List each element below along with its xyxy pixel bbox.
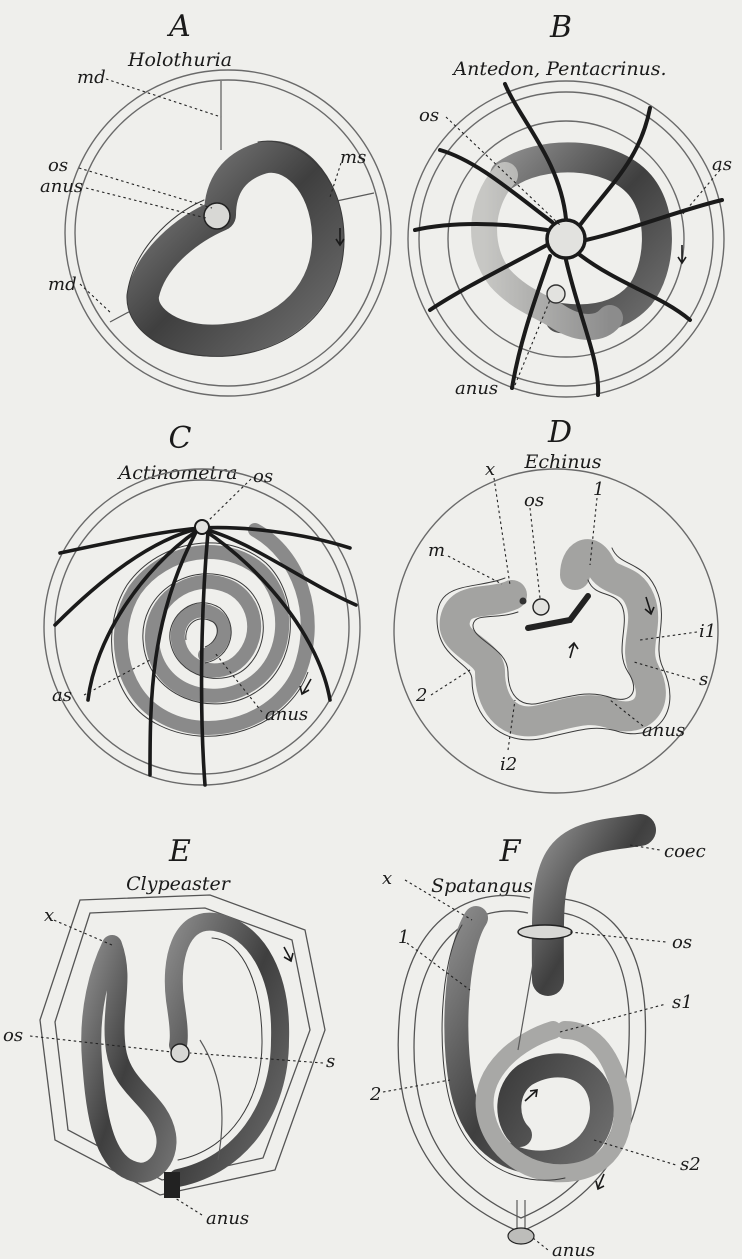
panel-d-label-i2: i2 [500, 754, 517, 775]
panel-d-intestine [455, 554, 651, 721]
panel-e-rectum [164, 1172, 180, 1198]
panel-f-label-s2: s2 [680, 1154, 701, 1175]
panel-e-letter: E [168, 834, 191, 869]
panel-b-anal-tube [547, 285, 565, 303]
panel-b-label-as: as [712, 154, 732, 175]
panel-f-mouth [518, 925, 572, 939]
panel-d-label-s: s [699, 669, 708, 690]
panel-d-leader-2 [431, 670, 470, 695]
panel-a-label-md-top: md [77, 67, 106, 88]
panel-f-label-anus: anus [552, 1240, 595, 1259]
panel-b-mouth [547, 220, 585, 258]
panel-f-letter: F [499, 834, 522, 869]
panel-f-label-s1: s1 [672, 992, 693, 1013]
panel-d-label-i1: i1 [699, 621, 716, 642]
panel-b-label-anus: anus [455, 378, 498, 399]
panel-e-leader-anus [175, 1198, 202, 1215]
panel-d-label-2: 2 [415, 685, 427, 706]
panel-f: F Spatangus coec x os 1 s1 2 s2 anus [369, 830, 706, 1259]
panel-b-arrow [678, 245, 686, 263]
panel-b-letter: B [549, 10, 572, 45]
panel-e-label-s: s [326, 1051, 335, 1072]
panel-b-name: Antedon, Pentacrinus. [451, 58, 666, 80]
panel-e: E Clypeaster x os s anus [3, 834, 335, 1229]
panel-c-leader-os [207, 479, 251, 522]
panel-d-label-anus: anus [642, 720, 685, 741]
panel-f-label-os: os [672, 932, 692, 953]
panel-c-mouth [195, 520, 209, 534]
panel-a: A Holothuria md ms os anus md [40, 9, 391, 396]
panel-f-label-x: x [382, 868, 392, 889]
panel-d-leader-os [530, 508, 540, 598]
panel-e-name: Clypeaster [126, 873, 232, 895]
panel-f-label-2: 2 [369, 1084, 381, 1105]
panel-f-coecum [548, 830, 640, 980]
panel-e-arrow [284, 947, 293, 961]
panel-a-label-os: os [48, 155, 68, 176]
panel-f-label-1: 1 [398, 927, 409, 948]
panel-c: C Actinometra os as anus [44, 421, 360, 785]
panel-a-label-anus: anus [40, 176, 83, 197]
panel-d-arrow-inner [569, 643, 578, 658]
panel-c-label-os: os [253, 466, 273, 487]
panel-e-mouth [171, 1044, 189, 1062]
panel-c-letter: C [169, 421, 192, 456]
panel-a-name: Holothuria [127, 49, 232, 71]
panel-b-leader-as [682, 170, 720, 215]
panel-c-intestine-coil [121, 530, 308, 728]
panel-b-label-os: os [419, 105, 439, 126]
panel-e-label-os: os [3, 1025, 23, 1046]
panel-a-leader-os [79, 168, 212, 208]
panel-a-label-md-bottom: md [48, 274, 77, 295]
panel-f-leader-anus [533, 1238, 548, 1250]
panel-e-label-anus: anus [206, 1208, 249, 1229]
panel-f-name: Spatangus [431, 875, 533, 897]
panel-f-label-coec: coec [664, 841, 706, 862]
panel-d: D Echinus x os 1 m i1 2 s i2 anus [394, 415, 718, 793]
panel-d-label-1: 1 [593, 479, 604, 500]
panel-e-label-x: x [44, 905, 54, 926]
panel-a-intestine [143, 157, 328, 341]
panel-f-anus-opening [508, 1228, 534, 1244]
panel-d-leader-m [448, 556, 502, 584]
panel-f-leader-os [570, 932, 666, 942]
panel-b: B Antedon, Pentacrinus. os as anus [408, 10, 732, 399]
panel-d-label-x: x [485, 459, 495, 480]
panel-e-intestine-left [91, 945, 166, 1173]
panel-c-label-anus: anus [265, 704, 308, 725]
panel-a-leader-md-top [106, 79, 221, 117]
panel-f-arrow-inner [525, 1090, 537, 1101]
panel-e-intestine-right [174, 922, 280, 1178]
panel-d-mouth [533, 599, 549, 615]
panel-d-label-os: os [524, 490, 544, 511]
panel-a-label-ms: ms [340, 147, 366, 168]
panel-a-leader-anus [86, 188, 206, 218]
panel-a-mouth [204, 203, 230, 229]
panel-a-letter: A [166, 9, 191, 44]
panel-d-madreporite [520, 598, 527, 605]
panel-c-label-as: as [52, 685, 72, 706]
panel-d-leader-x [494, 478, 510, 585]
panel-d-letter: D [547, 415, 572, 450]
panel-d-label-m: m [428, 540, 445, 561]
